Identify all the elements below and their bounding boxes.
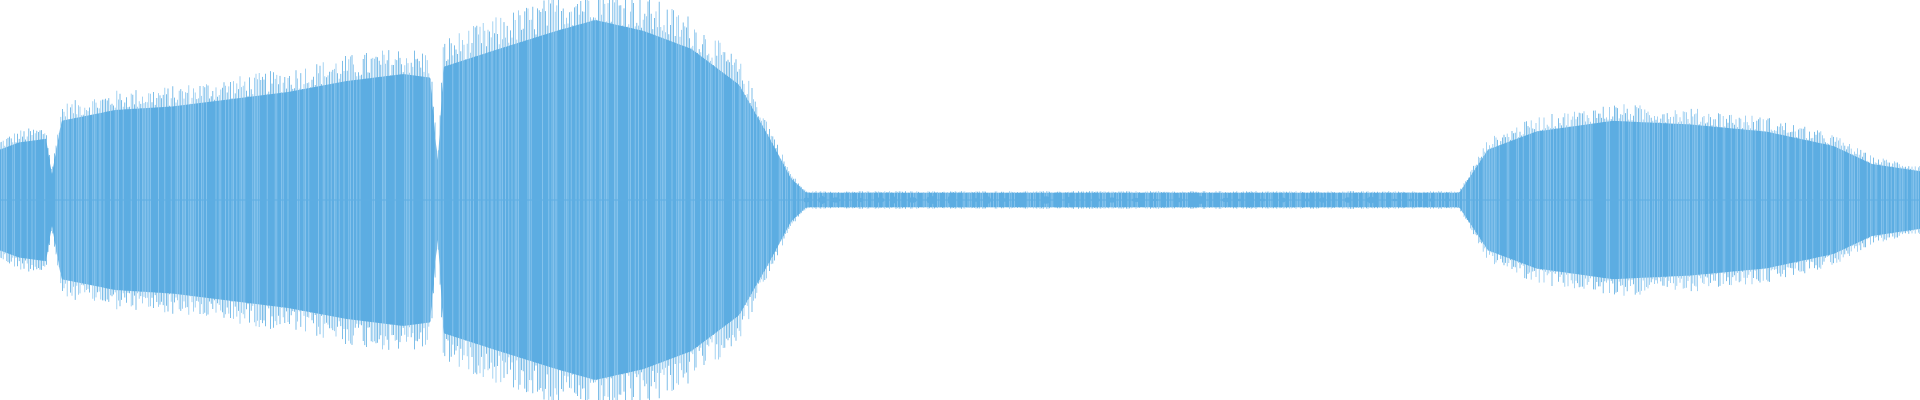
waveform-blip xyxy=(1235,198,1245,202)
waveform-blip xyxy=(972,198,980,202)
waveform-blip xyxy=(1344,197,1352,203)
waveform-blip xyxy=(1319,197,1326,203)
waveform-blip xyxy=(818,195,826,205)
waveform-blip xyxy=(1132,197,1140,203)
waveform-blip xyxy=(874,197,885,203)
waveform-blip xyxy=(1408,198,1414,202)
waveform-blip xyxy=(1429,198,1436,202)
waveform-blip xyxy=(803,197,810,203)
waveform-blip xyxy=(1107,197,1117,203)
waveform-blip xyxy=(1019,195,1026,205)
waveform-blip xyxy=(926,196,937,204)
waveform-blip xyxy=(1444,198,1450,202)
waveform-blip xyxy=(1280,197,1286,203)
waveform-blip xyxy=(1091,197,1100,203)
waveform-blip xyxy=(1041,196,1051,204)
waveform-blip xyxy=(1259,198,1266,202)
waveform-blip xyxy=(1221,197,1231,203)
waveform-blip xyxy=(1065,196,1074,204)
waveform-blip xyxy=(999,198,1008,202)
waveform-blip xyxy=(908,197,917,203)
waveform-blip xyxy=(1197,196,1204,204)
waveform-blip xyxy=(947,195,954,205)
waveform-blip xyxy=(1391,198,1398,202)
waveform-blip xyxy=(1303,198,1313,202)
waveform-blip xyxy=(1367,196,1375,204)
waveform-blip xyxy=(985,196,991,204)
waveform-blip xyxy=(892,196,898,204)
waveform-blip xyxy=(831,197,841,203)
waveform-blip xyxy=(1150,198,1160,202)
waveform-blip xyxy=(857,197,864,203)
waveform-blip xyxy=(1175,197,1183,203)
